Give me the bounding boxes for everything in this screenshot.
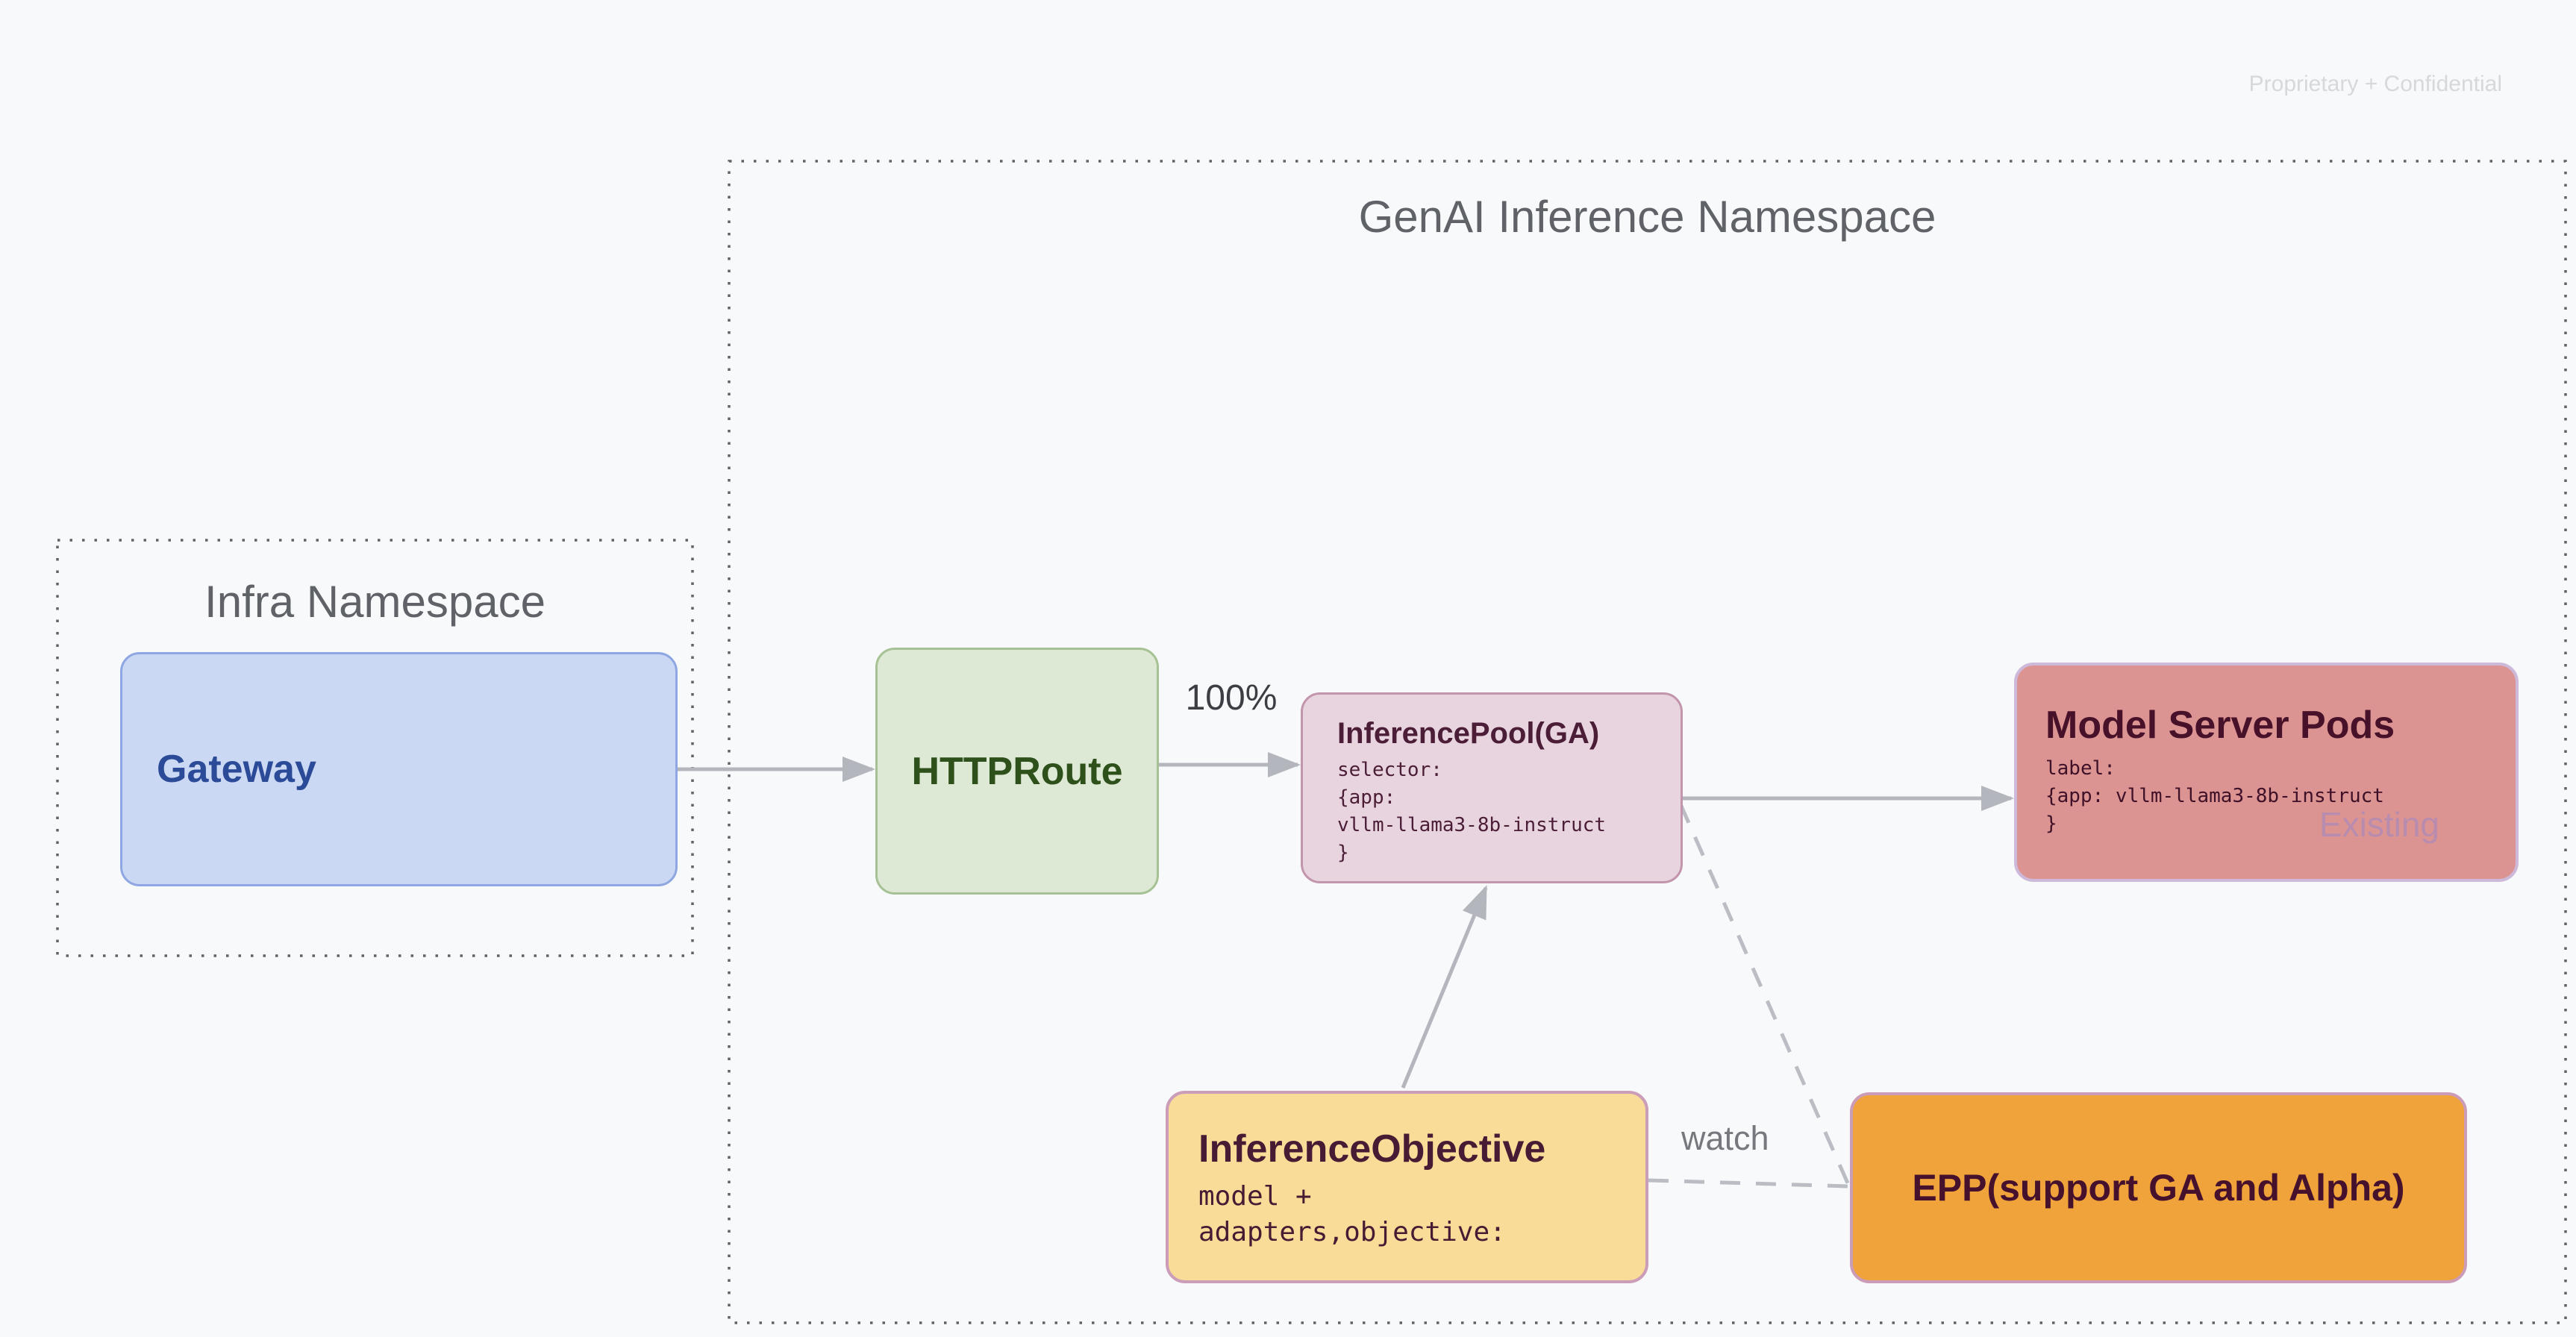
infra-namespace-border xyxy=(56,539,694,957)
node-httproute[interactable]: HTTPRoute xyxy=(875,648,1159,895)
code-line: label: xyxy=(2045,757,2116,780)
code-line: } xyxy=(2045,812,2057,835)
watch-label: watch xyxy=(1681,1119,1769,1157)
model-server-pods-code: label: {app: vllm-llama3-8b-instruct } xyxy=(2045,755,2493,838)
model-server-pods-title: Model Server Pods xyxy=(2045,704,2395,747)
gateway-title: Gateway xyxy=(157,748,316,791)
code-line: model + xyxy=(1198,1181,1312,1212)
genai-namespace-title: GenAI Inference Namespace xyxy=(1358,192,1936,242)
inference-pool-title: InferencePool(GA) xyxy=(1337,717,1600,750)
node-model-server-pods[interactable]: Model Server Pods label: {app: vllm-llam… xyxy=(2014,663,2519,882)
existing-badge: Existing xyxy=(2319,805,2439,844)
inference-objective-code: model + adapters,objective: xyxy=(1198,1179,1623,1250)
httproute-title: HTTPRoute xyxy=(911,749,1123,793)
node-gateway[interactable]: Gateway xyxy=(120,652,678,886)
code-line: } xyxy=(1337,842,1349,864)
node-inference-pool[interactable]: InferencePool(GA) selector: {app: vllm-l… xyxy=(1301,692,1683,883)
code-line: adapters,objective: xyxy=(1198,1217,1506,1247)
genai-namespace-border xyxy=(728,160,2567,1324)
inference-objective-title: InferenceObjective xyxy=(1198,1127,1546,1171)
epp-title: EPP(support GA and Alpha) xyxy=(1912,1167,2405,1209)
node-epp[interactable]: EPP(support GA and Alpha) xyxy=(1850,1092,2467,1283)
watermark: Proprietary + Confidential xyxy=(2248,72,2502,96)
inference-pool-code: selector: {app: vllm-llama3-8b-instruct … xyxy=(1337,757,1658,867)
objective-to-inferencepool-arrow xyxy=(1401,885,1488,1089)
infra-namespace-title: Infra Namespace xyxy=(204,577,545,627)
traffic-percent-label: 100% xyxy=(1185,678,1278,718)
code-line: vllm-llama3-8b-instruct xyxy=(1337,814,1607,836)
code-line: {app: xyxy=(1337,786,1396,809)
code-line: selector: xyxy=(1337,759,1442,781)
code-line: {app: vllm-llama3-8b-instruct xyxy=(2045,785,2384,807)
node-inference-objective[interactable]: InferenceObjective model + adapters,obje… xyxy=(1166,1091,1648,1283)
objective-to-epp-dashed-line xyxy=(1648,1178,1849,1189)
